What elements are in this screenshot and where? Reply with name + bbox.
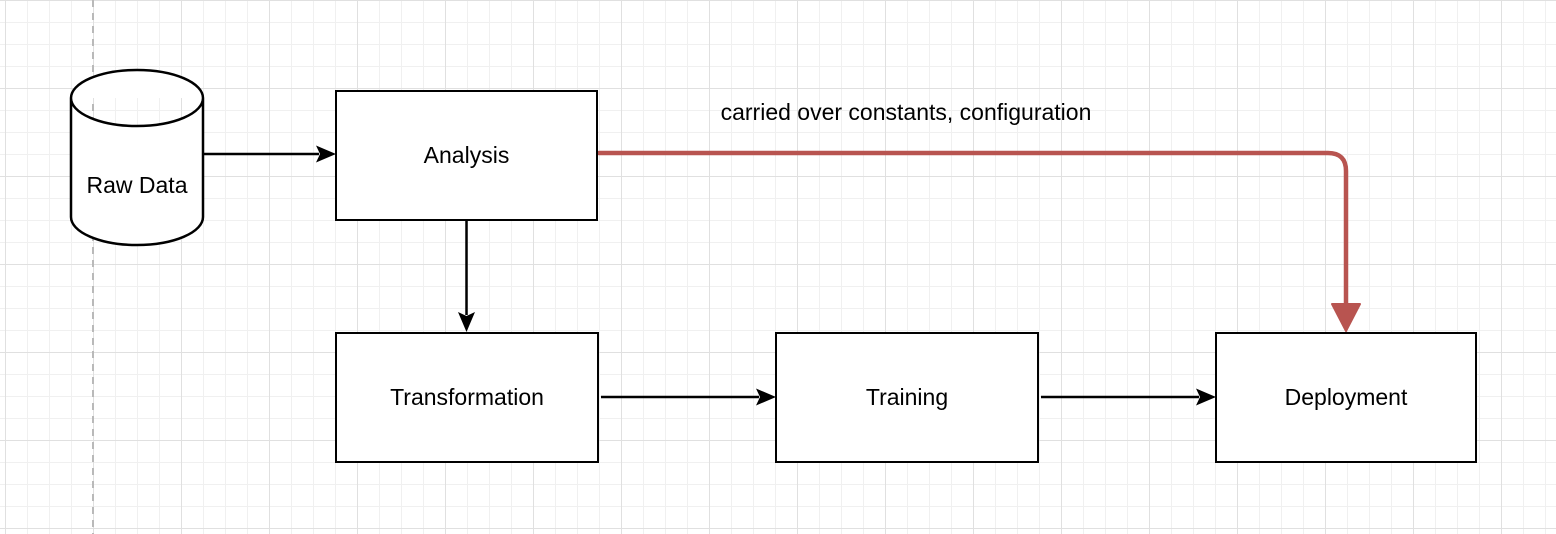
node-transformation[interactable]: Transformation (335, 332, 599, 463)
node-raw-data-label: Raw Data (86, 171, 188, 198)
edge-transformation-to-training[interactable] (601, 388, 776, 406)
node-transformation-label: Transformation (390, 384, 544, 410)
arrowhead-right-icon (756, 388, 776, 406)
node-training-label: Training (865, 384, 949, 410)
node-training[interactable]: Training (775, 332, 1039, 463)
arrowhead-right-icon (1196, 388, 1216, 406)
arrowhead-down-red-icon (1331, 303, 1361, 332)
raw-data-cylinder-shape[interactable] (69, 68, 205, 247)
node-raw-data[interactable] (69, 68, 205, 247)
edge-analysis-to-transformation[interactable] (458, 221, 475, 332)
edge-analysis-to-deployment[interactable] (596, 150, 1361, 332)
node-analysis-label: Analysis (423, 142, 510, 168)
node-deployment[interactable]: Deployment (1215, 332, 1477, 463)
edge-rawdata-to-analysis[interactable] (204, 145, 336, 163)
arrowhead-down-icon (458, 312, 475, 332)
node-analysis[interactable]: Analysis (335, 90, 598, 221)
arrowhead-right-icon (316, 145, 336, 163)
node-deployment-label: Deployment (1284, 384, 1408, 410)
edge-analysis-to-deployment-line[interactable] (596, 150, 1349, 308)
edge-training-to-deployment[interactable] (1041, 388, 1216, 406)
edge-analysis-to-deployment-label: carried over constants, configuration (720, 98, 1092, 125)
